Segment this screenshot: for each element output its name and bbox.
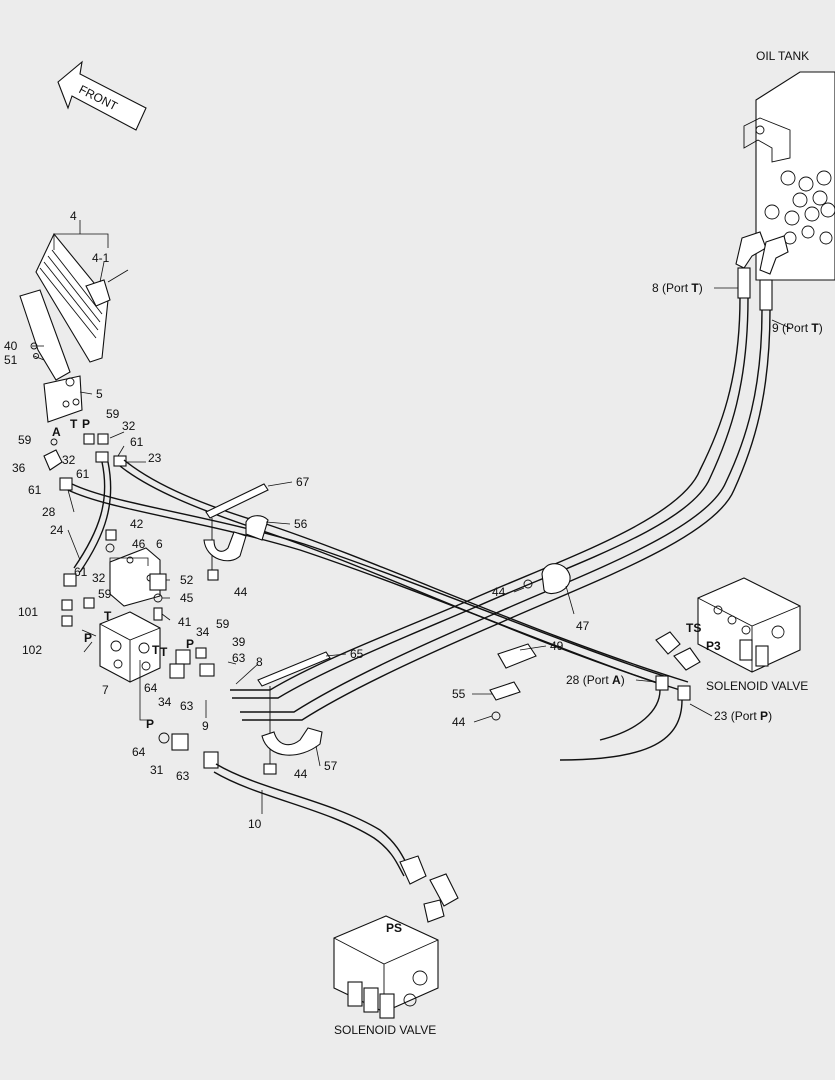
callout-36: 36 [12,461,26,475]
callout-6: 6 [156,537,163,551]
port-ts-label: TS [686,621,701,635]
port-t1-label: T [70,417,78,431]
callout-59-c: 59 [98,587,112,601]
callout-34-a: 34 [196,625,210,639]
callout-7: 7 [102,683,109,697]
callout-9-port-t: 9 (Port T) [772,321,823,335]
callout-44-c: 44 [492,585,506,599]
callout-52: 52 [180,573,194,587]
solenoid-valve-bottom: PS SOLENOID VALVE [333,915,439,1037]
front-arrow: FRONT [57,60,147,131]
oil-tank-label: OIL TANK [756,49,809,63]
callout-59-a: 59 [106,407,120,421]
callout-57: 57 [324,759,338,773]
callout-64-a: 64 [144,681,158,695]
callout-65: 65 [350,647,364,661]
callouts: 4 4-1 40 51 5 59 32 61 59 36 32 61 23 61… [4,209,590,831]
callout-67: 67 [296,475,310,489]
port-a-label: A [52,425,61,439]
callout-45: 45 [180,591,194,605]
port-p2-label: P [84,631,92,645]
port-p3-label: P3 [706,639,721,653]
port-letters: A T P T P T P T P [52,417,194,731]
port-callouts: 8 (Port T) 9 (Port T) 28 (Port A) 23 (Po… [566,281,823,723]
callout-49: 49 [550,639,564,653]
valve-block-7 [61,529,215,751]
hose-10 [203,751,459,923]
callout-28: 28 [42,505,56,519]
port-p4-label: P [146,717,154,731]
callout-9: 9 [202,719,209,733]
callout-63-a: 63 [232,651,246,665]
callout-8-port-t: 8 (Port T) [652,281,703,295]
callout-59-d: 59 [216,617,230,631]
callout-47: 47 [576,619,590,633]
hose-8-9-tank [230,267,773,721]
leader-lines [32,220,791,814]
callout-32-a: 32 [122,419,136,433]
callout-55: 55 [452,687,466,701]
callout-31: 31 [150,763,164,777]
callout-23-port-p: 23 (Port P) [714,709,772,723]
callout-24: 24 [50,523,64,537]
clamps-brackets [203,483,571,775]
port-t2-label: T [104,609,112,623]
callout-42: 42 [130,517,144,531]
callout-32-b: 32 [62,453,76,467]
port-ps-label: PS [386,921,402,935]
callout-61-b: 61 [76,467,90,481]
callout-101: 101 [18,605,38,619]
callout-61-a: 61 [130,435,144,449]
callout-56: 56 [294,517,308,531]
pedal-assembly [19,232,129,423]
callout-10: 10 [248,817,262,831]
pedal-fittings [43,433,127,491]
callout-4: 4 [70,209,77,223]
solenoid-valve-right-label: SOLENOID VALVE [706,679,808,693]
callout-64-b: 64 [132,745,146,759]
callout-5: 5 [96,387,103,401]
solenoid-valve-right: TS P3 SOLENOID VALVE [559,577,808,761]
callout-40: 40 [4,339,18,353]
port-p1-label: P [82,417,90,431]
callout-63-c: 63 [176,769,190,783]
callout-34-b: 34 [158,695,172,709]
port-t3-label: T [152,643,160,657]
callout-4-1: 4-1 [92,251,110,265]
callout-44-a: 44 [234,585,248,599]
callout-39: 39 [232,635,246,649]
callout-46: 46 [132,537,146,551]
port-p3b-label: P [186,637,194,651]
callout-102: 102 [22,643,42,657]
callout-8: 8 [256,655,263,669]
callout-61-c: 61 [28,483,42,497]
callout-44-b: 44 [294,767,308,781]
callout-32-c: 32 [92,571,106,585]
oil-tank: OIL TANK [735,49,835,281]
callout-44-d: 44 [452,715,466,729]
callout-61-d: 61 [74,565,88,579]
port-t4-label: T [160,645,168,659]
callout-51: 51 [4,353,18,367]
pedal-hoses [67,459,689,691]
callout-63-b: 63 [180,699,194,713]
solenoid-valve-bottom-label: SOLENOID VALVE [334,1023,436,1037]
callout-59-b: 59 [18,433,32,447]
callout-23-a: 23 [148,451,162,465]
callout-28-port-a: 28 (Port A) [566,673,625,687]
callout-41: 41 [178,615,192,629]
